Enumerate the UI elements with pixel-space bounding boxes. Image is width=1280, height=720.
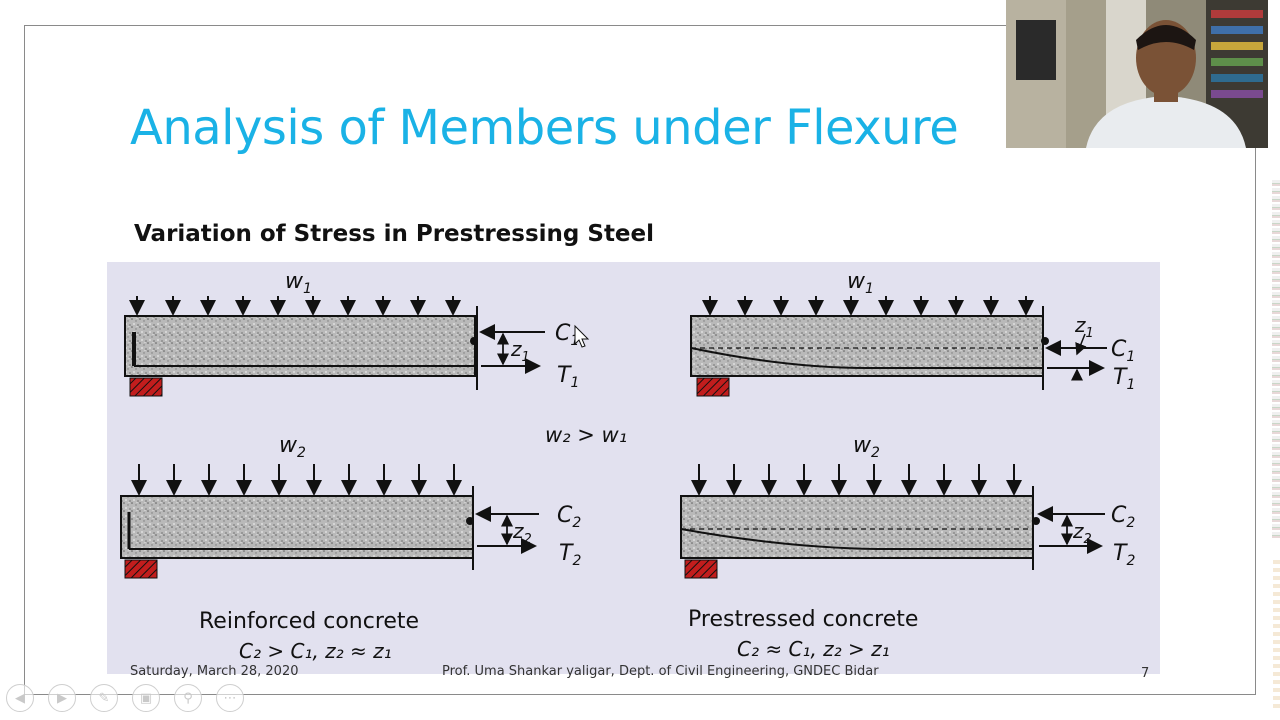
side-panel-strip-lower <box>1273 560 1280 710</box>
webcam-overlay <box>1006 0 1268 148</box>
label-c2-rc: C2 <box>557 503 581 531</box>
slide-title: Analysis of Members under Flexure <box>130 100 959 156</box>
side-panel-strip <box>1272 180 1280 540</box>
label-c2-pc: C2 <box>1111 503 1135 531</box>
rc-beam-w2 <box>120 464 539 579</box>
label-z1-pc: z1 <box>1074 313 1094 341</box>
pc-beam-w1 <box>690 296 1107 397</box>
label-t1-pc: T1 <box>1113 365 1135 393</box>
load-w2-label-rc: w2 <box>279 433 306 461</box>
footer-date: Saturday, March 28, 2020 <box>130 664 299 679</box>
load-w1-label-rc: w1 <box>285 269 312 297</box>
slide-subtitle: Variation of Stress in Prestressing Stee… <box>134 221 655 247</box>
slideshow-toolbar: ◀ ▶ ✎ ▣ ⚲ ⋯ <box>6 684 244 712</box>
slides-icon[interactable]: ▣ <box>132 684 160 712</box>
beam-diagram: w1 w1 w2 w2 w₂ > w₁ C1 T1 z1 C1 T1 z1 C2… <box>120 269 1135 663</box>
zoom-icon[interactable]: ⚲ <box>174 684 202 712</box>
mouse-cursor <box>574 324 590 348</box>
pc-beam-w2 <box>680 464 1105 579</box>
label-t1-rc: T1 <box>557 363 579 391</box>
load-comparison: w₂ > w₁ <box>545 423 627 447</box>
pc-caption: Prestressed concrete <box>688 607 918 632</box>
load-w2-label-pc: w2 <box>853 433 880 461</box>
rc-caption: Reinforced concrete <box>199 609 419 634</box>
beam-stress-figure: w1 w1 w2 w2 w₂ > w₁ C1 T1 z1 C1 T1 z1 C2… <box>107 262 1160 674</box>
slide-number: 7 <box>1141 666 1150 681</box>
footer-author: Prof. Uma Shankar yaligar, Dept. of Civi… <box>442 664 879 679</box>
label-t2-pc: T2 <box>1113 541 1135 569</box>
label-c1-pc: C1 <box>1111 337 1135 365</box>
previous-icon[interactable]: ◀ <box>6 684 34 712</box>
label-z1-rc: z1 <box>510 337 530 365</box>
webcam-feed <box>1006 0 1268 148</box>
pen-icon[interactable]: ✎ <box>90 684 118 712</box>
more-icon[interactable]: ⋯ <box>216 684 244 712</box>
rc-beam-w1 <box>124 296 545 397</box>
label-t2-rc: T2 <box>559 541 581 569</box>
label-z2-pc: z2 <box>1072 519 1092 547</box>
rc-relation: C₂ > C₁, z₂ ≈ z₁ <box>239 639 392 663</box>
next-icon[interactable]: ▶ <box>48 684 76 712</box>
label-z2-rc: z2 <box>512 519 532 547</box>
pc-relation: C₂ ≈ C₁, z₂ > z₁ <box>737 637 890 661</box>
load-w1-label-pc: w1 <box>847 269 874 297</box>
